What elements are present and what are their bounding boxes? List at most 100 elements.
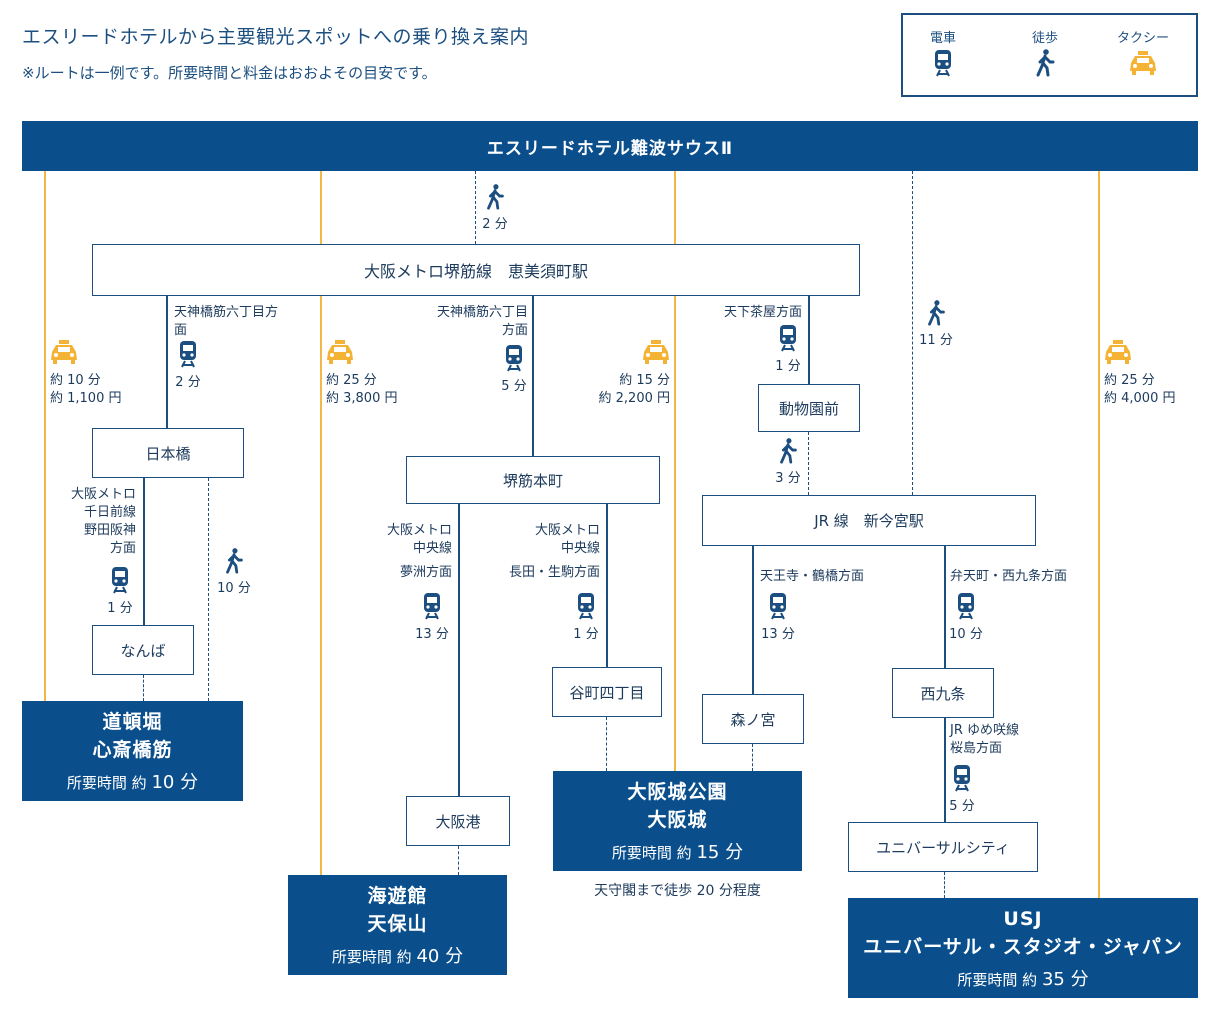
train-universal-city-time: 5 分 — [949, 799, 975, 814]
train-tanimachi-note: 大阪メトロ 中央線 長田・生駒方面 — [490, 522, 600, 582]
legend-train-label: 電車 — [929, 31, 956, 46]
train-sakaisuji-time: 5 分 — [501, 379, 527, 394]
taxi-kaiyukan-note: 約 25 分 約 3,800 円 — [326, 340, 436, 408]
train-osakako-time-note: 13 分 — [410, 592, 454, 644]
dest-dotonbori-time-label: 所要時間 約 — [66, 774, 147, 792]
train-line-sakaisuji — [532, 296, 534, 456]
walk-line-castle — [606, 717, 607, 771]
train-osakako-dir-3: 夢洲方面 — [399, 565, 452, 580]
walk-hotel-shinimamiya-time: 11 分 — [919, 333, 953, 348]
train-line-nipponbashi — [166, 296, 168, 428]
dest-kaiyukan-name-1: 海遊館 — [367, 885, 428, 907]
walk-icon — [928, 300, 945, 326]
legend-train: 電車 — [903, 27, 983, 77]
train-namba-dir-1: 大阪メトロ — [70, 487, 136, 502]
dest-usj: USJ ユニバーサル・スタジオ・ジャパン 所要時間 約 35 分 — [848, 898, 1198, 998]
dest-usj-name-2: ユニバーサル・スタジオ・ジャパン — [863, 936, 1183, 958]
train-nipponbashi-time: 2 分 — [175, 375, 201, 390]
walk-ebisucho-note: 2 分 — [470, 184, 520, 234]
train-morinomiya-time: 13 分 — [761, 627, 795, 642]
dest-kaiyukan: 海遊館 天保山 所要時間 約 40 分 — [288, 875, 507, 975]
train-dobutsuen-time: 1 分 — [775, 359, 801, 374]
train-namba-dir-3: 野田阪神 — [83, 523, 136, 538]
taxi-icon — [643, 340, 669, 364]
legend-walk-label: 徒歩 — [1031, 31, 1058, 46]
walk-shinimamiya-note: 3 分 — [768, 438, 808, 488]
station-osakako: 大阪港 — [406, 796, 510, 846]
taxi-dotonbori-time: 約 10 分 — [50, 373, 101, 388]
taxi-icon — [51, 340, 77, 364]
train-dobutsuen-dir: 天下茶屋方面 — [723, 305, 802, 320]
train-tanimachi-dir-2: 中央線 — [560, 541, 600, 556]
train-morinomiya-note: 天王寺・鶴橋方面 — [760, 568, 900, 586]
train-nipponbashi-note: 天神橋筋六丁目方面 2 分 — [174, 304, 304, 392]
station-ebisucho: 大阪メトロ堺筋線 恵美須町駅 — [92, 244, 860, 296]
taxi-dotonbori-fare: 約 1,100 円 — [50, 391, 122, 406]
train-line-namba — [143, 478, 145, 625]
taxi-line-castle — [674, 171, 676, 771]
train-nishikujo-note: 弁天町・西九条方面 — [950, 568, 1090, 586]
train-dobutsuen-time-note: 1 分 — [768, 324, 808, 376]
station-nipponbashi: 日本橋 — [92, 428, 244, 478]
taxi-usj-time: 約 25 分 — [1104, 373, 1155, 388]
dest-dotonbori-name-2: 心斎橋筋 — [92, 739, 173, 761]
walk-line-morinomiya — [752, 744, 753, 771]
train-icon — [770, 593, 786, 620]
dest-usj-name-1: USJ — [1003, 908, 1043, 930]
train-universal-city-time-note: 5 分 — [942, 764, 982, 816]
dest-usj-time-label: 所要時間 約 — [957, 971, 1038, 989]
train-sakaisuji-time-note: 5 分 — [494, 344, 534, 396]
walk-icon — [487, 184, 504, 210]
train-osakako-dir-2: 中央線 — [412, 541, 452, 556]
walk-line-kaiyukan — [458, 846, 459, 875]
train-namba-time-note: 1 分 — [100, 566, 140, 618]
dest-castle-time: 所要時間 約 15 分 — [612, 838, 743, 864]
train-universal-city-dir-1: JR ゆめ咲線 — [950, 723, 1019, 738]
train-line-morinomiya — [752, 546, 754, 694]
train-icon — [424, 593, 440, 620]
train-nishikujo-dir: 弁天町・西九条方面 — [950, 569, 1068, 584]
station-nishikujo: 西九条 — [892, 668, 994, 718]
taxi-line-kaiyukan — [320, 171, 322, 875]
train-nipponbashi-dir: 天神橋筋六丁目方面 — [174, 305, 279, 338]
train-sakaisuji-dir-2: 方面 — [501, 323, 528, 338]
walk-line-shinimamiya — [912, 171, 913, 495]
walk-hotel-shinimamiya-note: 11 分 — [916, 300, 956, 350]
train-dobutsuen-note: 天下茶屋方面 — [690, 304, 802, 322]
taxi-line-usj — [1098, 171, 1100, 898]
train-line-tanimachi — [606, 504, 608, 667]
taxi-icon — [327, 340, 353, 364]
train-nishikujo-time: 10 分 — [949, 627, 983, 642]
station-universal-city: ユニバーサルシティ — [848, 822, 1038, 872]
station-namba: なんば — [92, 625, 194, 675]
train-tanimachi-dir-3: 長田・生駒方面 — [508, 565, 600, 580]
dest-kaiyukan-time: 所要時間 約 40 分 — [332, 942, 463, 968]
legend-taxi-label: タクシー — [1116, 31, 1169, 46]
taxi-castle-fare: 約 2,200 円 — [598, 391, 670, 406]
train-line-nishikujo — [944, 546, 946, 668]
train-tanimachi-time: 1 分 — [573, 627, 599, 642]
dest-dotonbori-time-value: 10 分 — [151, 772, 199, 793]
train-line-universal-city — [944, 718, 946, 822]
train-icon — [935, 50, 951, 77]
walk-dotonbori-note: 10 分 — [214, 548, 254, 598]
train-namba-dir-2: 千日前線 — [83, 505, 136, 520]
train-line-osakako — [458, 504, 460, 796]
walk-line-shinimamiya-2 — [808, 432, 809, 495]
train-osakako-note: 大阪メトロ 中央線 夢洲方面 — [340, 522, 452, 582]
dest-kaiyukan-name-2: 天保山 — [367, 913, 428, 935]
station-sakaisuji-honmachi: 堺筋本町 — [406, 456, 660, 504]
train-icon — [180, 341, 196, 368]
train-namba-time: 1 分 — [107, 601, 133, 616]
dest-kaiyukan-time-value: 40 分 — [416, 946, 464, 967]
walk-icon — [780, 438, 797, 464]
station-tanimachi: 谷町四丁目 — [552, 667, 662, 717]
dest-castle-time-value: 15 分 — [696, 842, 744, 863]
legend: 電車 徒歩 タクシー — [901, 13, 1198, 97]
station-morinomiya: 森ノ宮 — [702, 694, 804, 744]
dest-kaiyukan-time-label: 所要時間 約 — [331, 948, 412, 966]
train-sakaisuji-note: 天神橋筋六丁目 方面 — [400, 304, 528, 340]
taxi-kaiyukan-fare: 約 3,800 円 — [326, 391, 398, 406]
walk-line-nipponbashi-dotonbori — [208, 478, 209, 701]
walk-icon — [1036, 49, 1055, 77]
